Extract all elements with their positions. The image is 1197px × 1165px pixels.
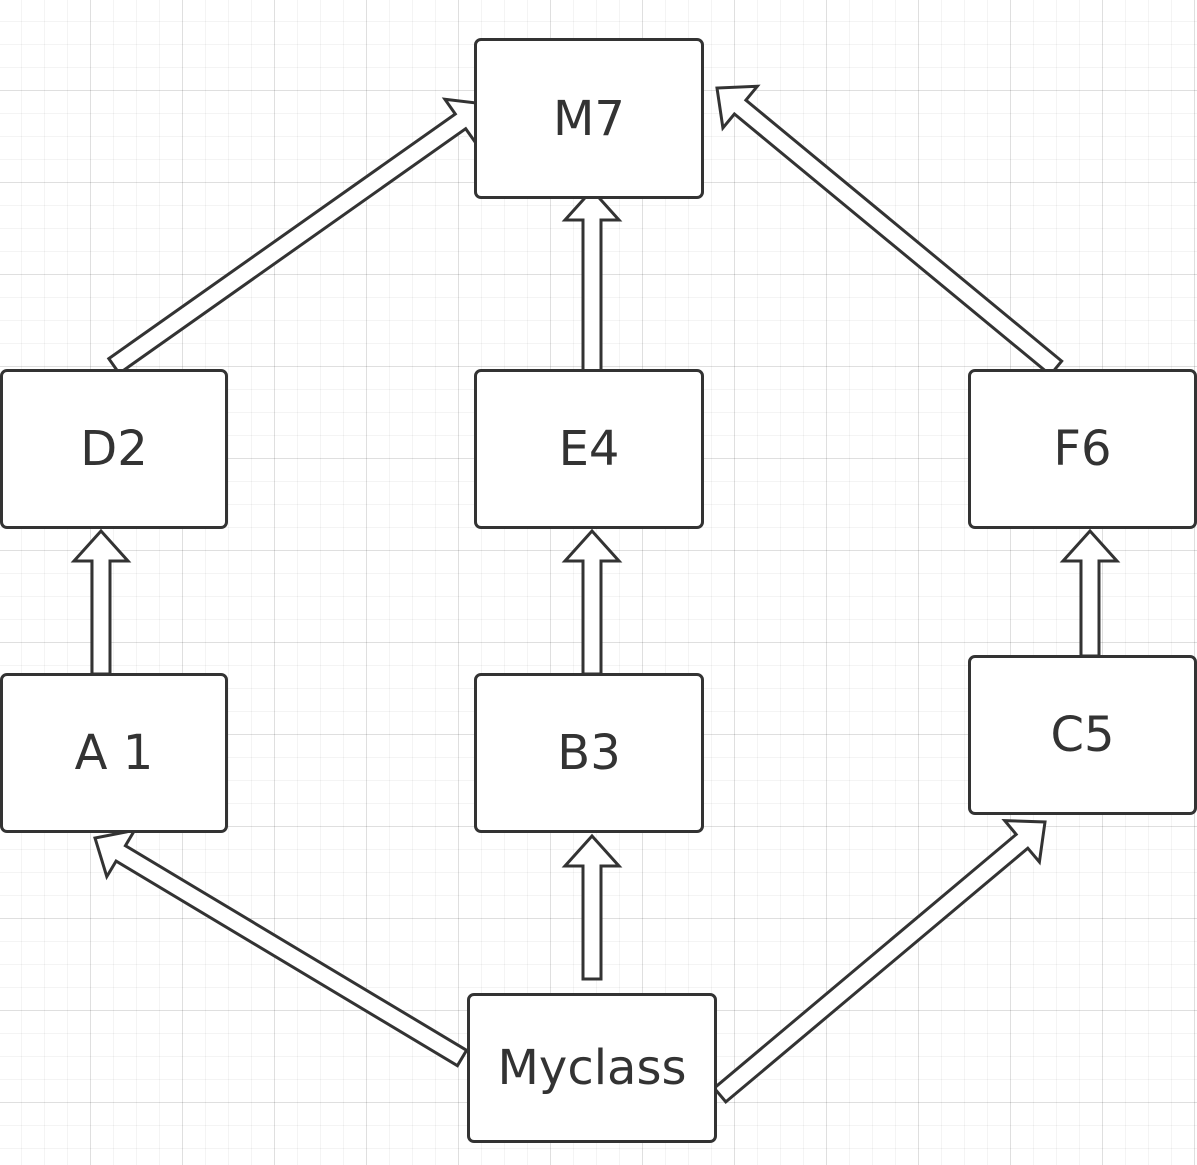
- arrow-d2-to-m7: [106, 97, 487, 376]
- node-e4[interactable]: E4: [474, 369, 704, 529]
- node-f6-label: F6: [1053, 421, 1112, 477]
- node-myclass[interactable]: Myclass: [467, 993, 717, 1143]
- node-c5[interactable]: C5: [968, 655, 1197, 815]
- node-m7-label: M7: [553, 90, 625, 147]
- node-m7[interactable]: M7: [474, 38, 704, 199]
- node-b3-label: B3: [557, 725, 621, 781]
- node-c5-label: C5: [1050, 707, 1115, 763]
- arrow-myclass-to-c5: [712, 818, 1047, 1105]
- node-myclass-label: Myclass: [497, 1040, 687, 1096]
- node-b3[interactable]: B3: [474, 673, 704, 833]
- arrow-e4-to-m7: [561, 187, 623, 373]
- arrow-myclass-to-b3: [561, 833, 623, 981]
- node-a1[interactable]: A 1: [0, 673, 228, 833]
- node-d2-label: D2: [80, 421, 148, 477]
- arrow-c5-to-f6: [1059, 528, 1121, 658]
- arrow-a1-to-d2: [70, 528, 132, 676]
- node-f6[interactable]: F6: [968, 369, 1197, 529]
- arrow-f6-to-m7: [715, 84, 1064, 378]
- node-e4-label: E4: [558, 421, 620, 477]
- node-a1-label: A 1: [74, 725, 154, 781]
- arrow-b3-to-e4: [561, 528, 623, 676]
- node-d2[interactable]: D2: [0, 369, 228, 529]
- arrow-myclass-to-a1: [93, 828, 469, 1068]
